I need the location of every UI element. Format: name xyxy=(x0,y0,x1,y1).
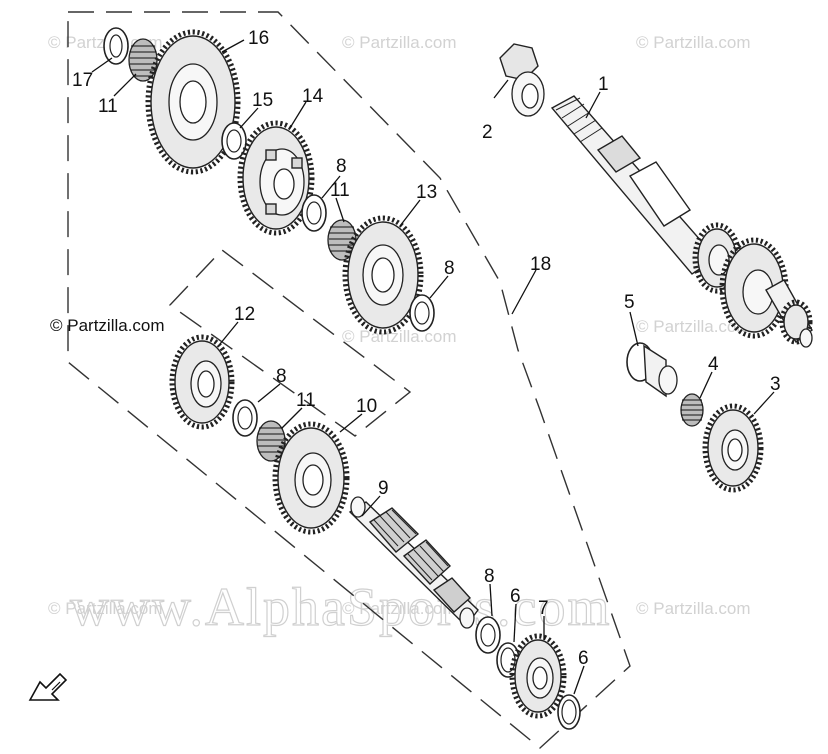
watermark-text: © Partzilla.com xyxy=(48,599,163,618)
callout-11: 11 xyxy=(296,390,316,411)
callout-2: 2 xyxy=(482,122,493,143)
watermark-text: © Partzilla.com xyxy=(342,33,457,52)
callout-15: 15 xyxy=(252,90,273,111)
watermark-text: © Partzilla.com xyxy=(636,317,751,336)
outline-subassembly-12 xyxy=(168,249,412,437)
mainshaft-gear-b xyxy=(719,237,789,339)
gear-3 xyxy=(702,403,764,493)
washer-8-a xyxy=(301,194,327,232)
callout-11: 11 xyxy=(330,180,350,201)
watermark-text: © Partzilla.com xyxy=(342,599,457,618)
callout-12: 12 xyxy=(234,304,255,325)
gear-16 xyxy=(145,29,241,175)
callout-14: 14 xyxy=(302,86,324,107)
nut-2 xyxy=(499,43,545,117)
callout-5: 5 xyxy=(624,292,635,313)
gear-10 xyxy=(272,421,350,535)
group-outlines xyxy=(67,11,631,749)
washer-8-b xyxy=(409,294,435,332)
watermark-text: © Partzilla.com xyxy=(636,33,751,52)
needle-bearing-11-top xyxy=(128,38,158,82)
callout-4: 4 xyxy=(708,354,719,375)
gear-7 xyxy=(509,633,567,719)
callout-6: 6 xyxy=(510,586,521,607)
callout-11: 11 xyxy=(98,96,118,117)
gear-12 xyxy=(169,334,235,430)
front-arrow-icon xyxy=(28,672,68,701)
copyright-text: © Partzilla.com xyxy=(50,316,165,335)
callout-18: 18 xyxy=(530,254,551,275)
callout-13: 13 xyxy=(416,182,437,203)
washer-15 xyxy=(221,122,247,160)
gear-13 xyxy=(342,215,424,335)
watermark-layer: © Partzilla.com © Partzilla.com © Partzi… xyxy=(48,33,751,638)
circlip-6-b xyxy=(557,694,581,730)
mainshaft-end xyxy=(765,279,813,348)
collar-5 xyxy=(626,342,678,398)
callout-9: 9 xyxy=(378,478,389,499)
washer-17 xyxy=(103,27,129,65)
countershaft-9 xyxy=(348,496,479,629)
callout-6: 6 xyxy=(578,648,589,669)
needle-bearing-11-low xyxy=(256,420,286,462)
callout-17: 17 xyxy=(72,70,93,91)
callout-labels: 17 11 16 15 14 8 11 13 8 18 12 8 11 10 9… xyxy=(72,28,781,669)
leader-lines xyxy=(91,39,775,695)
watermark-large-text: www.AlphaSports.com xyxy=(70,577,611,637)
watermark-text: © Partzilla.com xyxy=(342,327,457,346)
gear-14 xyxy=(237,120,315,236)
callout-8: 8 xyxy=(484,566,495,587)
callout-10: 10 xyxy=(356,396,377,417)
needle-bearing-4 xyxy=(680,393,704,427)
callout-8: 8 xyxy=(276,366,287,387)
callout-1: 1 xyxy=(598,74,609,95)
callout-16: 16 xyxy=(248,28,269,49)
watermark-text: © Partzilla.com xyxy=(636,599,751,618)
mainshaft-1 xyxy=(550,95,718,275)
callout-8: 8 xyxy=(444,258,455,279)
outline-assembly-18 xyxy=(67,11,631,749)
washer-8-d xyxy=(475,616,501,654)
washer-8-c xyxy=(232,399,258,437)
callout-7: 7 xyxy=(538,598,549,619)
callout-3: 3 xyxy=(770,374,781,395)
callout-8: 8 xyxy=(336,156,347,177)
